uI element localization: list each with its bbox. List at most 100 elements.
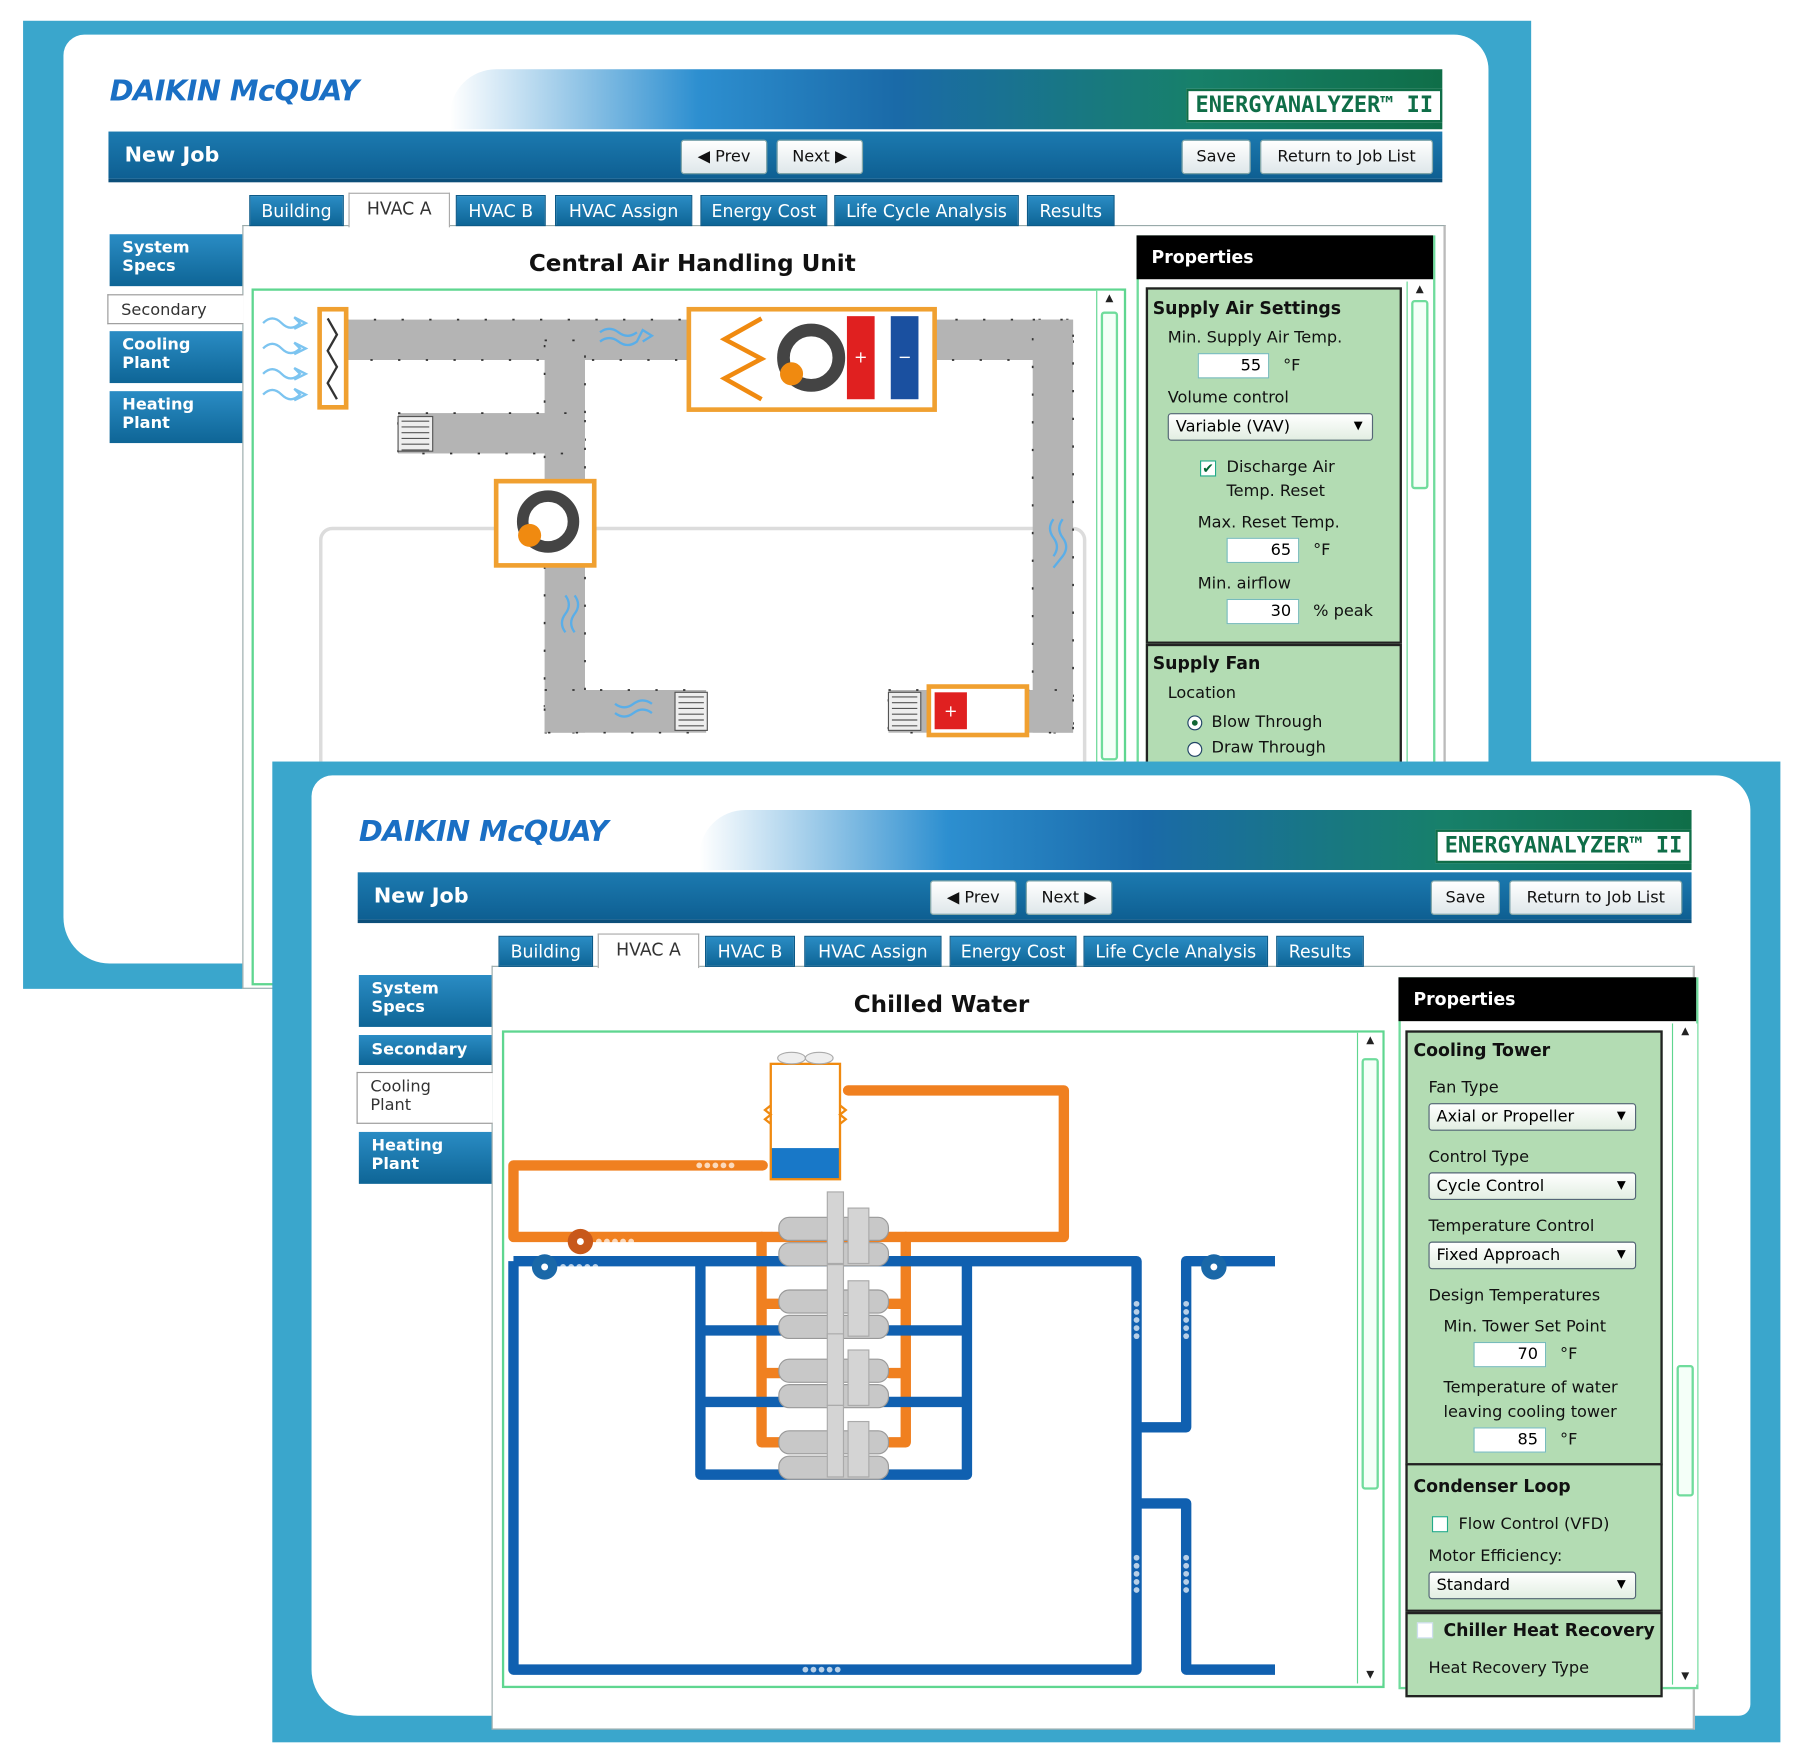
chiller-heat-recovery-heading: Chiller Heat Recovery <box>1443 1620 1655 1641</box>
tab-building[interactable]: Building <box>249 195 344 227</box>
tab-life-cycle-analysis[interactable]: Life Cycle Analysis <box>1083 935 1269 967</box>
tab-hvac-assign[interactable]: HVAC Assign <box>804 935 942 967</box>
chiller-heat-recovery-checkbox[interactable] <box>1416 1622 1434 1639</box>
sidebar-item-heating-plant[interactable]: Heating Plant <box>109 391 243 444</box>
leaving-water-temp-label-2: leaving cooling tower <box>1443 1403 1617 1422</box>
min-airflow-input[interactable]: 30 <box>1226 598 1300 625</box>
scroll-thumb[interactable] <box>1676 1365 1694 1497</box>
unit-label: °F <box>1560 1430 1578 1450</box>
chevron-down-icon: ▼ <box>1616 1110 1626 1123</box>
motor-efficiency-select[interactable]: Standard▼ <box>1428 1571 1637 1600</box>
volume-control-select[interactable]: Variable (VAV) ▼ <box>1167 413 1374 441</box>
sidebar-item-cooling-plant[interactable]: Cooling Plant <box>109 331 243 384</box>
heat-recovery-group <box>1405 1611 1663 1698</box>
dropdown-value: Standard <box>1436 1576 1511 1595</box>
scroll-up-arrow[interactable]: ▲ <box>1366 1035 1375 1047</box>
dropdown-value: Axial or Propeller <box>1436 1107 1575 1127</box>
discharge-air-temp-reset-checkbox[interactable]: ✔ <box>1200 460 1217 477</box>
fan-type-select[interactable]: Axial or Propeller ▼ <box>1428 1103 1637 1131</box>
temperature-control-label: Temperature Control <box>1428 1217 1595 1236</box>
supply-fan-heading: Supply Fan <box>1152 653 1261 674</box>
sidebar-item-system-specs[interactable]: System Specs <box>358 975 492 1027</box>
leaving-water-temp-input[interactable]: 85 <box>1473 1427 1547 1453</box>
save-button[interactable]: Save <box>1430 880 1501 916</box>
prev-button[interactable]: ◀ Prev <box>930 880 1017 916</box>
tab-energy-cost[interactable]: Energy Cost <box>700 195 828 227</box>
flow-control-vfd-checkbox[interactable] <box>1431 1516 1449 1533</box>
sidebar-item-cooling-plant[interactable]: Cooling Plant <box>356 1071 493 1124</box>
fan-type-label: Fan Type <box>1428 1078 1499 1098</box>
dropdown-value: Cycle Control <box>1436 1176 1545 1196</box>
logo: DAIKIN McQUAY <box>109 73 360 108</box>
unit-label: °F <box>1560 1345 1578 1364</box>
scroll-up-arrow[interactable]: ▲ <box>1681 1025 1690 1038</box>
scroll-up-arrow[interactable]: ▲ <box>1105 293 1114 305</box>
volume-control-label: Volume control <box>1167 388 1289 408</box>
control-type-select[interactable]: Cycle Control ▼ <box>1428 1172 1637 1201</box>
vertical-scrollbar[interactable]: ▲▼ <box>1356 1032 1383 1684</box>
condenser-loop-heading: Condenser Loop <box>1413 1475 1571 1497</box>
blow-through-label: Blow Through <box>1211 713 1323 732</box>
tab-life-cycle-analysis[interactable]: Life Cycle Analysis <box>834 195 1019 227</box>
return-to-job-list-button[interactable]: Return to Job List <box>1509 880 1683 916</box>
scroll-thumb[interactable] <box>1361 1058 1379 1490</box>
scroll-thumb[interactable] <box>1411 300 1429 490</box>
draw-through-label: Draw Through <box>1211 738 1326 757</box>
save-button[interactable]: Save <box>1181 139 1251 175</box>
next-button[interactable]: Next ▶ <box>776 139 864 175</box>
min-tower-set-point-input[interactable]: 70 <box>1473 1341 1547 1368</box>
unit-label: °F <box>1283 356 1301 376</box>
diagram-title: Central Air Handling Unit <box>528 249 856 277</box>
properties-header: Properties <box>1136 235 1434 280</box>
tab-hvac-a[interactable]: HVAC A <box>348 192 451 228</box>
airflow-unit-label: % peak <box>1313 602 1374 621</box>
logo: DAIKIN McQUAY <box>358 814 609 849</box>
min-airflow-label: Min. airflow <box>1197 574 1291 594</box>
dropdown-value: Variable (VAV) <box>1175 417 1291 437</box>
max-reset-temp-input[interactable]: 65 <box>1226 537 1300 564</box>
product-logo: ENERGYANALYZER™ II <box>1435 829 1692 864</box>
blow-through-radio[interactable] <box>1187 715 1203 731</box>
sidebar-item-system-specs[interactable]: System Specs <box>109 234 243 287</box>
diagram-canvas <box>501 1030 1385 1689</box>
chevron-down-icon: ▼ <box>1616 1248 1626 1262</box>
tab-hvac-a[interactable]: HVAC A <box>597 933 700 969</box>
sidebar-item-secondary[interactable]: Secondary <box>107 294 244 325</box>
leaving-water-temp-label-1: Temperature of water <box>1443 1378 1618 1398</box>
tab-hvac-b[interactable]: HVAC B <box>455 195 546 227</box>
chevron-down-icon: ▼ <box>1353 420 1363 433</box>
dropdown-value: Fixed Approach <box>1436 1246 1561 1265</box>
heat-recovery-type-label: Heat Recovery Type <box>1428 1659 1590 1678</box>
chevron-down-icon: ▼ <box>1616 1179 1626 1192</box>
scroll-down-arrow[interactable]: ▼ <box>1681 1670 1690 1683</box>
flow-control-vfd-label: Flow Control (VFD) <box>1458 1515 1610 1534</box>
vertical-scrollbar[interactable]: ▲▼ <box>1671 1023 1698 1685</box>
scroll-up-arrow[interactable]: ▲ <box>1415 283 1424 296</box>
tab-building[interactable]: Building <box>498 935 594 967</box>
discharge-air-label: Discharge Air <box>1226 458 1335 477</box>
min-tower-set-point-label: Min. Tower Set Point <box>1443 1317 1607 1337</box>
scroll-down-arrow[interactable]: ▼ <box>1366 1669 1375 1682</box>
tab-hvac-b[interactable]: HVAC B <box>705 935 796 967</box>
sidebar-item-secondary[interactable]: Secondary <box>358 1035 492 1066</box>
supply-air-settings-group <box>1145 287 1402 644</box>
min-supply-air-temp-input[interactable]: 55 <box>1197 353 1270 379</box>
temperature-control-select[interactable]: Fixed Approach ▼ <box>1428 1241 1637 1270</box>
design-temperatures-label: Design Temperatures <box>1428 1286 1601 1306</box>
tab-hvac-assign[interactable]: HVAC Assign <box>555 195 693 227</box>
prev-button[interactable]: ◀ Prev <box>680 139 768 175</box>
scroll-thumb[interactable] <box>1100 311 1119 761</box>
sidebar-item-heating-plant[interactable]: Heating Plant <box>358 1131 492 1184</box>
job-title: New Job <box>124 143 220 168</box>
draw-through-radio[interactable] <box>1187 741 1203 757</box>
tab-results[interactable]: Results <box>1276 935 1364 967</box>
product-logo: ENERGYANALYZER™ II <box>1186 88 1443 123</box>
min-supply-air-temp-label: Min. Supply Air Temp. <box>1167 328 1343 348</box>
return-to-job-list-button[interactable]: Return to Job List <box>1260 139 1434 175</box>
next-button[interactable]: Next ▶ <box>1025 880 1113 916</box>
tab-energy-cost[interactable]: Energy Cost <box>949 935 1077 967</box>
tab-results[interactable]: Results <box>1026 195 1115 227</box>
